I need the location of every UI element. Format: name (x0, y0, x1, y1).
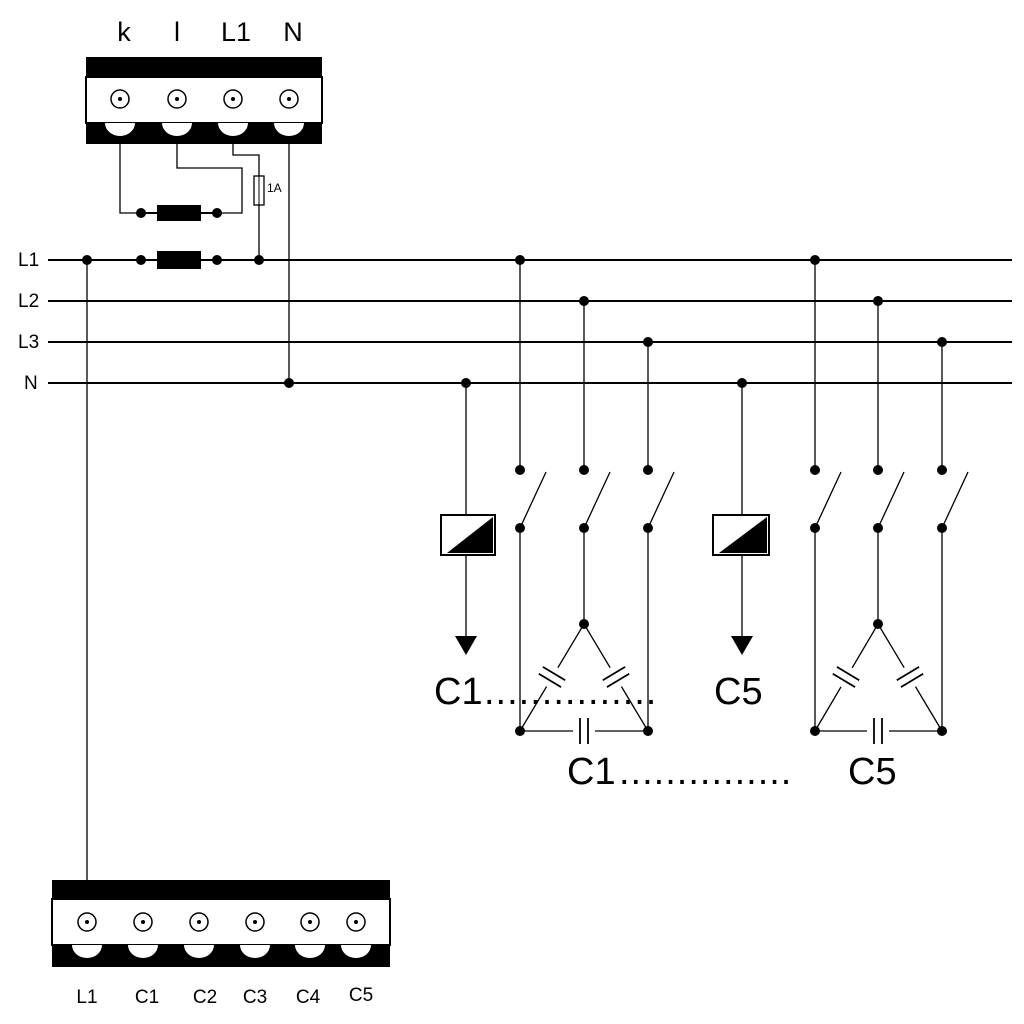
terminal-screw-icon (167, 89, 187, 109)
bottom-label-c5: C5 (349, 985, 373, 1006)
capacitor-icon (573, 718, 595, 744)
bottom-label-l1: L1 (76, 987, 97, 1008)
terminal-label-l: l (174, 17, 180, 47)
terminal-screw-icon (300, 912, 320, 932)
bottom-label-c1: C1 (135, 987, 159, 1008)
terminal-screw-icon (223, 89, 243, 109)
bus-label-l1: L1 (18, 250, 39, 271)
bottom-label-c4: C4 (296, 987, 321, 1008)
capacitor-icon (867, 718, 889, 744)
bottom-label-c2: C2 (193, 987, 217, 1008)
fuse-rating: 1A (267, 181, 282, 195)
bottom-terminal-block (51, 880, 391, 967)
terminal-label-l1: L1 (221, 17, 251, 47)
fuse-icon (253, 175, 265, 206)
l1-supply-wire (82, 255, 294, 880)
bus-label-l3: L3 (18, 332, 39, 353)
terminal-screw-icon (110, 89, 130, 109)
terminal-screw-icon (77, 912, 97, 932)
coil-range-start: C1 (434, 671, 483, 713)
terminal-screw-icon (346, 912, 366, 932)
capacitor-icon (599, 660, 633, 694)
ct-primary-coil (136, 251, 222, 269)
top-terminal-block (85, 57, 323, 144)
capacitor-icon (893, 660, 927, 694)
terminal-screw-icon (189, 912, 209, 932)
bank-range-dots: ............... (619, 751, 792, 793)
bank-range-end: C5 (848, 751, 897, 793)
capacitor-bank-2 (810, 255, 969, 744)
coil-range-end: C5 (714, 671, 763, 713)
bus-label-n: N (24, 373, 38, 394)
terminal-screw-icon (279, 89, 299, 109)
contactor-coil-c1 (440, 378, 496, 655)
capacitor-bank-1 (515, 255, 675, 744)
terminal-screw-icon (133, 912, 153, 932)
capacitor-icon (535, 660, 569, 694)
bottom-label-c3: C3 (243, 987, 267, 1008)
bank-range-start: C1 (567, 751, 616, 793)
bus-lines (48, 259, 1012, 384)
ct-secondary-coil (136, 205, 222, 221)
bus-label-l2: L2 (18, 291, 39, 312)
terminal-label-n: N (283, 17, 303, 47)
terminal-screw-icon (245, 912, 265, 932)
contactor-coil-c5 (712, 378, 770, 655)
coil-range-dots: ............... (484, 671, 657, 713)
terminal-label-k: k (117, 17, 131, 47)
capacitor-icon (829, 660, 863, 694)
current-transformer-wiring (119, 144, 290, 383)
